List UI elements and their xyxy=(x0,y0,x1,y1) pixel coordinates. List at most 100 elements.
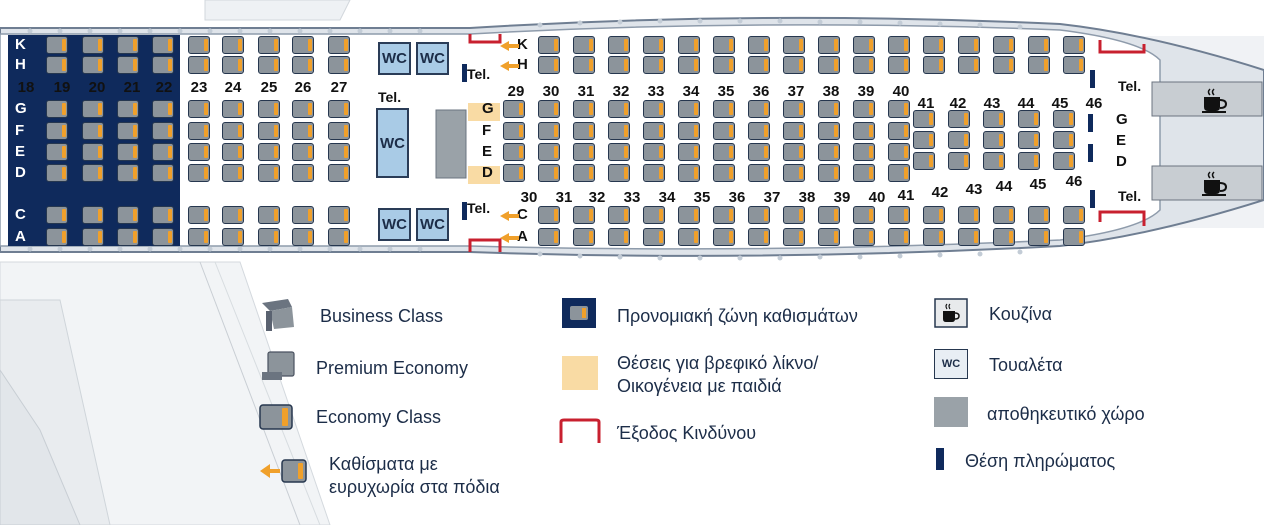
seat-front-top-0-0[interactable] xyxy=(46,36,68,54)
seat-front-center-3-0[interactable] xyxy=(152,100,174,118)
seat-mid-center-9-0[interactable] xyxy=(818,100,840,118)
seat-kh-7-0[interactable] xyxy=(783,36,805,54)
seat-ca-6-1[interactable] xyxy=(748,228,770,246)
seat-mid-center-6-3[interactable] xyxy=(713,164,735,182)
seat-ca-13-1[interactable] xyxy=(993,228,1015,246)
seat-mid-center-6-0[interactable] xyxy=(713,100,735,118)
seat-ca-3-1[interactable] xyxy=(643,228,665,246)
seat-25-center-0[interactable] xyxy=(258,100,280,118)
seat-23-top-0[interactable] xyxy=(188,36,210,54)
seat-24-center-2[interactable] xyxy=(222,143,244,161)
seat-mid-center-5-2[interactable] xyxy=(678,143,700,161)
seat-front-center-0-2[interactable] xyxy=(46,143,68,161)
seat-aft-center-4-0[interactable] xyxy=(1053,110,1075,128)
seat-25-top-0[interactable] xyxy=(258,36,280,54)
seat-ca-10-0[interactable] xyxy=(888,206,910,224)
seat-kh-13-0[interactable] xyxy=(993,36,1015,54)
seat-aft-center-0-0[interactable] xyxy=(913,110,935,128)
seat-ca-11-0[interactable] xyxy=(923,206,945,224)
seat-front-top-2-0[interactable] xyxy=(117,36,139,54)
seat-kh-12-0[interactable] xyxy=(958,36,980,54)
seat-kh-10-0[interactable] xyxy=(888,36,910,54)
seat-kh-2-1[interactable] xyxy=(608,56,630,74)
seat-mid-center-2-0[interactable] xyxy=(573,100,595,118)
seat-aft-center-3-0[interactable] xyxy=(1018,110,1040,128)
seat-mid-center-4-3[interactable] xyxy=(643,164,665,182)
seat-mid-center-8-1[interactable] xyxy=(783,122,805,140)
seat-mid-center-7-1[interactable] xyxy=(748,122,770,140)
seat-front-bottom-0-1[interactable] xyxy=(46,228,68,246)
seat-kh-1-0[interactable] xyxy=(573,36,595,54)
seat-kh-6-0[interactable] xyxy=(748,36,770,54)
seat-mid-center-3-1[interactable] xyxy=(608,122,630,140)
seat-mid-center-10-2[interactable] xyxy=(853,143,875,161)
seat-front-bottom-1-0[interactable] xyxy=(82,206,104,224)
seat-27-bottom-1[interactable] xyxy=(328,228,350,246)
seat-kh-4-1[interactable] xyxy=(678,56,700,74)
seat-aft-center-0-2[interactable] xyxy=(913,152,935,170)
seat-mid-center-7-0[interactable] xyxy=(748,100,770,118)
seat-ca-9-0[interactable] xyxy=(853,206,875,224)
seat-front-center-2-2[interactable] xyxy=(117,143,139,161)
seat-front-center-1-2[interactable] xyxy=(82,143,104,161)
seat-mid-center-6-2[interactable] xyxy=(713,143,735,161)
seat-kh-3-1[interactable] xyxy=(643,56,665,74)
seat-ca-14-1[interactable] xyxy=(1028,228,1050,246)
seat-ca-10-1[interactable] xyxy=(888,228,910,246)
seat-ca-12-1[interactable] xyxy=(958,228,980,246)
seat-kh-0-1[interactable] xyxy=(538,56,560,74)
seat-front-top-1-0[interactable] xyxy=(82,36,104,54)
seat-mid-center-7-3[interactable] xyxy=(748,164,770,182)
seat-ca-2-0[interactable] xyxy=(608,206,630,224)
seat-aft-center-4-2[interactable] xyxy=(1053,152,1075,170)
seat-mid-center-5-3[interactable] xyxy=(678,164,700,182)
seat-25-top-1[interactable] xyxy=(258,56,280,74)
seat-mid-center-4-2[interactable] xyxy=(643,143,665,161)
seat-23-center-0[interactable] xyxy=(188,100,210,118)
seat-kh-1-1[interactable] xyxy=(573,56,595,74)
seat-ca-0-1[interactable] xyxy=(538,228,560,246)
seat-ca-8-1[interactable] xyxy=(818,228,840,246)
seat-24-bottom-0[interactable] xyxy=(222,206,244,224)
seat-mid-center-9-3[interactable] xyxy=(818,164,840,182)
seat-aft-center-2-0[interactable] xyxy=(983,110,1005,128)
seat-kh-4-0[interactable] xyxy=(678,36,700,54)
seat-26-center-2[interactable] xyxy=(292,143,314,161)
seat-mid-center-1-2[interactable] xyxy=(538,143,560,161)
seat-25-center-3[interactable] xyxy=(258,164,280,182)
seat-front-center-0-3[interactable] xyxy=(46,164,68,182)
seat-26-center-3[interactable] xyxy=(292,164,314,182)
seat-kh-5-0[interactable] xyxy=(713,36,735,54)
seat-25-bottom-1[interactable] xyxy=(258,228,280,246)
seat-front-center-0-1[interactable] xyxy=(46,122,68,140)
seat-mid-center-0-0[interactable] xyxy=(503,100,525,118)
seat-aft-center-2-1[interactable] xyxy=(983,131,1005,149)
seat-ca-8-0[interactable] xyxy=(818,206,840,224)
seat-kh-14-0[interactable] xyxy=(1028,36,1050,54)
seat-26-bottom-1[interactable] xyxy=(292,228,314,246)
seat-kh-8-1[interactable] xyxy=(818,56,840,74)
seat-mid-center-9-2[interactable] xyxy=(818,143,840,161)
seat-front-center-2-0[interactable] xyxy=(117,100,139,118)
seat-front-center-3-2[interactable] xyxy=(152,143,174,161)
seat-mid-center-3-3[interactable] xyxy=(608,164,630,182)
seat-ca-7-1[interactable] xyxy=(783,228,805,246)
seat-mid-center-11-3[interactable] xyxy=(888,164,910,182)
seat-27-center-0[interactable] xyxy=(328,100,350,118)
seat-mid-center-7-2[interactable] xyxy=(748,143,770,161)
seat-mid-center-9-1[interactable] xyxy=(818,122,840,140)
seat-27-bottom-0[interactable] xyxy=(328,206,350,224)
seat-aft-center-1-0[interactable] xyxy=(948,110,970,128)
seat-mid-center-1-0[interactable] xyxy=(538,100,560,118)
seat-front-bottom-3-1[interactable] xyxy=(152,228,174,246)
seat-mid-center-3-2[interactable] xyxy=(608,143,630,161)
seat-ca-14-0[interactable] xyxy=(1028,206,1050,224)
seat-ca-0-0[interactable] xyxy=(538,206,560,224)
seat-front-center-1-3[interactable] xyxy=(82,164,104,182)
seat-mid-center-11-0[interactable] xyxy=(888,100,910,118)
seat-front-top-3-1[interactable] xyxy=(152,56,174,74)
seat-mid-center-5-1[interactable] xyxy=(678,122,700,140)
seat-mid-center-10-0[interactable] xyxy=(853,100,875,118)
seat-ca-3-0[interactable] xyxy=(643,206,665,224)
seat-kh-10-1[interactable] xyxy=(888,56,910,74)
